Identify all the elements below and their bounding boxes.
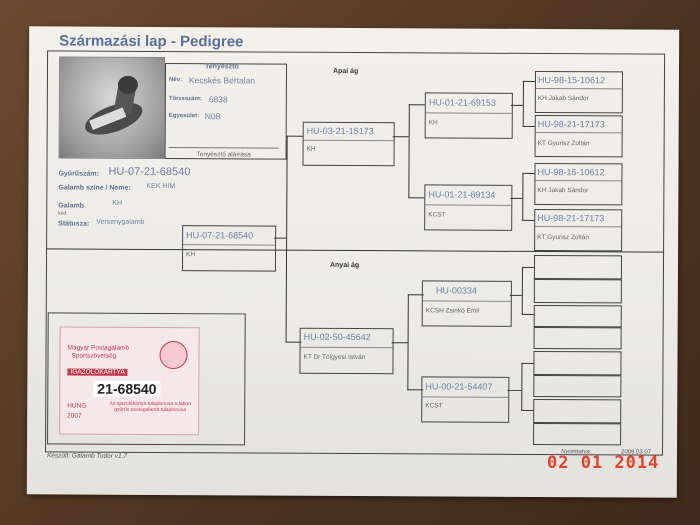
breeder-assoc-label: Egyesület:: [168, 113, 200, 120]
ggp-box-empty: [533, 326, 622, 350]
pedigree-sheet: Származási lap - Pedigree Tenyésztő Név:…: [26, 26, 680, 498]
connector-sd-out: [510, 197, 523, 200]
ring-card-fine-print: Az igazolókártya tulajdonosa a lábon gyű…: [109, 400, 191, 414]
ggp-box-empty: [533, 278, 622, 304]
ggp-box-empty: [533, 398, 622, 424]
association-seal-icon: [159, 340, 188, 370]
paternal-label: Apai ág: [332, 67, 359, 76]
sire-sire-sub: KH: [428, 119, 438, 127]
ggp-box-empty: [533, 304, 622, 328]
ring-label: Gyűrűszám:: [58, 170, 99, 178]
connector-to-sd: [408, 197, 425, 199]
ring-card-line1: Magyar Postagalamb: [67, 344, 129, 352]
pigeon-head: [117, 75, 138, 94]
ggp-box-empty: [533, 254, 623, 280]
dam-sire-sub: KCSH Zsinkó Emil: [425, 307, 480, 315]
breeder-member: 6838: [208, 94, 228, 105]
pigeon-value: KH: [112, 199, 123, 207]
ring-card-number: 21-68540: [93, 380, 161, 397]
subject-code: HU-07-21-68540: [186, 230, 254, 241]
breeder-name-label: Név:: [168, 77, 182, 84]
subject-sub: KH: [186, 251, 196, 259]
connector-dam-out: [391, 342, 408, 344]
connector-dd-a: [521, 362, 534, 365]
pigeon-photo: [58, 56, 166, 160]
sire-dam-sub: KCST: [428, 211, 446, 219]
ring-card-line3: IGAZOLÓKÁRTYA: [67, 368, 128, 376]
ggp-box-empty: [533, 422, 622, 446]
dam-sub: KT Dr Tölgyesi István: [303, 353, 366, 362]
connector-ds-out: [509, 294, 522, 297]
ggp-box-empty: [533, 374, 622, 398]
status-label: Státusza:: [58, 220, 90, 228]
pigeon-sub-label: kód:: [58, 210, 68, 217]
signature-label: Tenyésztő aláírása: [196, 151, 251, 159]
footer-maker: Készült: Galamb Tudor v1.7: [46, 452, 128, 460]
dam-sire-code: HU-00334: [435, 285, 477, 296]
sire-sub: KH: [306, 145, 316, 153]
ggp-sub: KH Jakab Sándor: [537, 94, 589, 103]
ggp-sub: KH Jakab Sándor: [537, 186, 589, 195]
breeder-member-label: Törzsszám:: [168, 96, 202, 103]
sire-sire-code: HU-01-21-69153: [428, 97, 496, 108]
ggp-code: HU-98-21-17173: [537, 212, 605, 224]
connector-sire-out: [392, 136, 409, 138]
connector-ss-vertical: [522, 80, 525, 127]
pigeon-label: Galamb: [58, 202, 84, 210]
ggp-sub: KT Gyurisz Zoltán: [537, 233, 590, 242]
connector-ds-a: [521, 266, 534, 269]
ggp-code: HU-98-15-10612: [537, 166, 605, 178]
connector-ds-b: [521, 313, 534, 316]
connector-ss-out: [510, 104, 523, 107]
ggp-code: HU-98-15-10612: [537, 74, 606, 86]
maternal-label: Anyai ág: [329, 261, 360, 270]
breeder-assoc: N08: [204, 111, 221, 122]
ring-card-year: 2007: [67, 412, 82, 420]
color-label: Galamb színe / Neme:: [58, 184, 131, 192]
camera-date-stamp: 02 01 2014: [547, 453, 660, 473]
sire-dam-code: HU-01-21-69134: [428, 189, 496, 200]
connector-sd-b: [522, 219, 535, 222]
ggp-sub: KT Gyurisz Zoltán: [537, 139, 590, 148]
ring-card-line2: Sportszövetség: [71, 352, 117, 360]
ggp-code: HU-98-21-17173: [537, 118, 605, 130]
dam-dam-sub: KCST: [425, 402, 443, 410]
status-value: Versenygalamb: [96, 218, 145, 226]
sire-code: HU-03-21-15173: [306, 125, 374, 137]
connector-dd-b: [521, 409, 534, 412]
ggp-box-empty: [533, 350, 622, 376]
breeder-name: Kecskés Bertalan: [188, 75, 256, 86]
connector-dd-vertical: [521, 362, 523, 411]
dam-code: HU-02-50-45642: [303, 331, 371, 343]
color-value: KEK HIM: [146, 182, 176, 191]
connector-sd-a: [522, 172, 535, 175]
connector-to-ss: [408, 104, 425, 106]
ring-value: HU-07-21-68540: [108, 165, 191, 179]
page-title: Származási lap - Pedigree: [59, 32, 244, 51]
connector-sd-vertical: [522, 172, 524, 221]
connector-ds-vertical: [521, 266, 524, 315]
connector-to-sire: [286, 135, 303, 138]
breeder-heading: Tenyésztő: [205, 63, 239, 71]
connector-ss-b: [522, 125, 535, 128]
ring-card-country: HUNG: [67, 402, 87, 410]
dam-dam-code: HU-00-21-54407: [425, 381, 493, 392]
connector-dd-out: [507, 389, 522, 392]
connector-subject: [274, 237, 287, 240]
connector-ss-a: [522, 80, 535, 83]
